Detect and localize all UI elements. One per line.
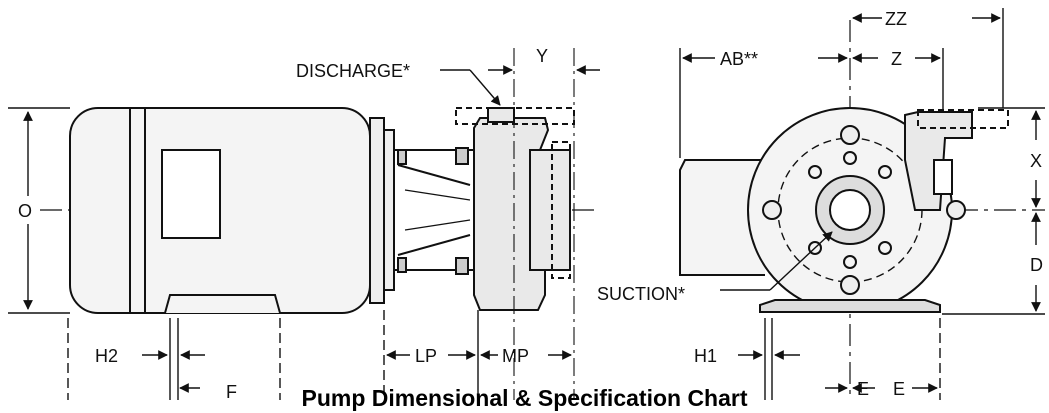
label-suction: SUCTION* (597, 284, 685, 304)
label-e-left: E (857, 379, 869, 399)
bolt-bottom-left (397, 257, 407, 273)
side-dimensions (8, 48, 600, 400)
label-mp: MP (502, 346, 529, 366)
front-dimensions (679, 8, 1045, 400)
label-o: O (18, 201, 32, 221)
label-z: Z (891, 49, 902, 69)
discharge-flange-front (917, 109, 1009, 129)
motor-end-cap (129, 107, 146, 314)
label-y: Y (536, 46, 548, 66)
label-e-right: E (893, 379, 905, 399)
casing-bolt-left (762, 200, 782, 220)
casing-bolt-top (840, 125, 860, 145)
label-lp: LP (415, 346, 437, 366)
label-f: F (226, 382, 237, 402)
bolt-top-right (455, 147, 469, 165)
casing-bolt-right (946, 200, 966, 220)
motor-flange-ring (383, 129, 395, 291)
motor-foot (164, 294, 281, 314)
pump-feet (759, 299, 941, 313)
motor-flange (369, 117, 385, 304)
suction-bore (829, 189, 871, 231)
label-x: X (1030, 151, 1042, 171)
suction-flange-dashed (551, 141, 571, 279)
casing-bolt-bottom (840, 275, 860, 295)
motor-nameplate (161, 149, 221, 239)
label-h1: H1 (694, 346, 717, 366)
front-view (679, 20, 1045, 400)
label-d: D (1030, 255, 1043, 275)
label-ab: AB** (720, 49, 758, 69)
motor-rear-profile (679, 159, 765, 276)
label-zz: ZZ (885, 9, 907, 29)
bolt-top-left (397, 149, 407, 165)
bolt-bottom-right (455, 257, 469, 275)
discharge-port (933, 159, 953, 195)
discharge-nozzle (487, 107, 515, 123)
chart-caption: Pump Dimensional & Specification Chart (301, 385, 748, 411)
suction-nozzle (529, 149, 571, 271)
pump-bracket (393, 149, 475, 271)
side-view (40, 107, 600, 314)
label-discharge: DISCHARGE* (296, 61, 410, 81)
label-h2: H2 (95, 346, 118, 366)
